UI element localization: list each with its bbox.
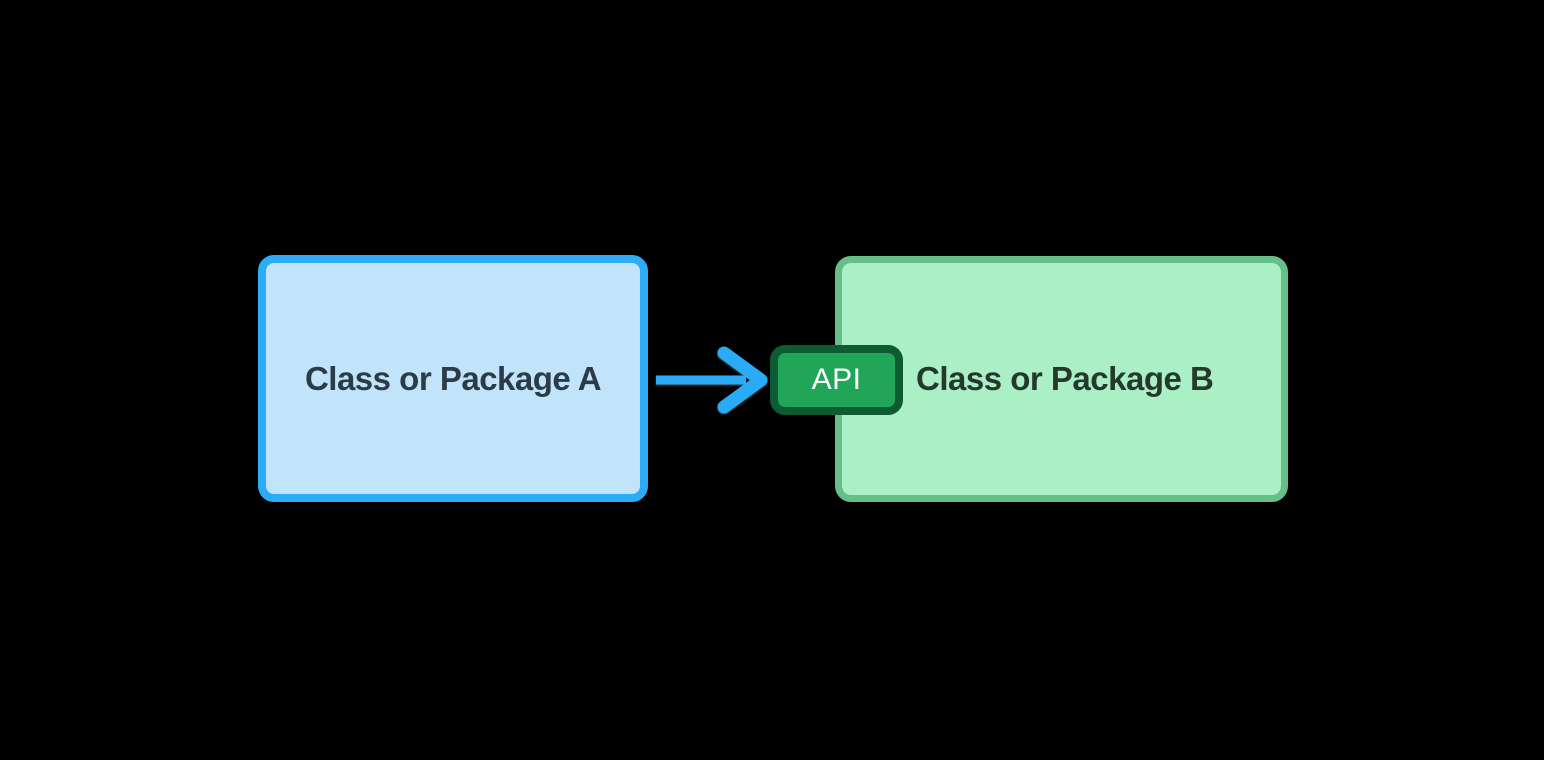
class-or-package-a-box: Class or Package A bbox=[258, 255, 648, 502]
api-badge-label: API bbox=[811, 363, 862, 396]
api-badge: API bbox=[770, 345, 903, 415]
box-b-label: Class or Package B bbox=[916, 360, 1214, 397]
class-or-package-b-box: Class or Package B bbox=[835, 256, 1288, 502]
arrow-right-icon bbox=[656, 346, 768, 414]
box-a-label: Class or Package A bbox=[304, 359, 602, 397]
arrow-head bbox=[717, 346, 768, 414]
